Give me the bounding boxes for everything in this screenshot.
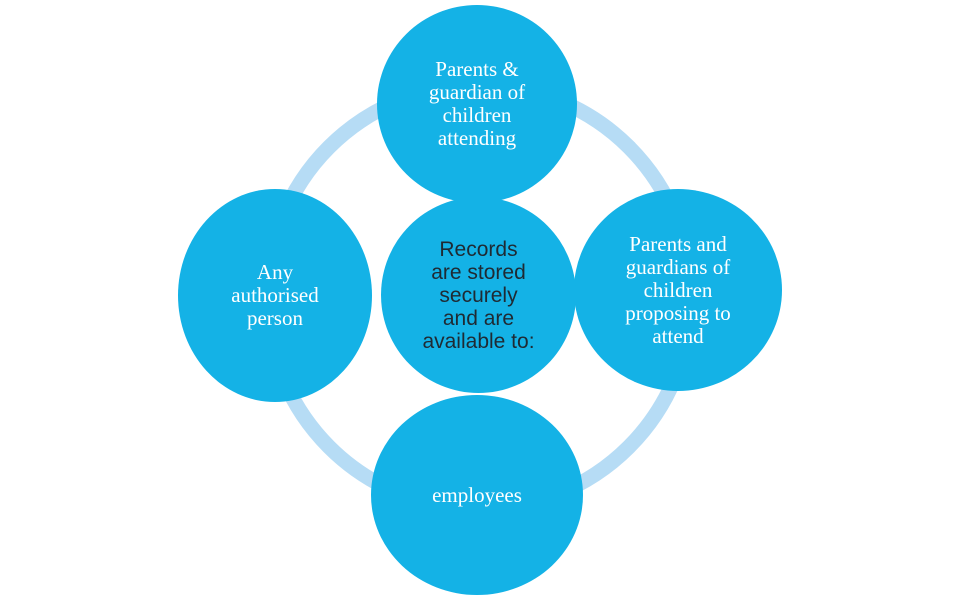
node-authorised-person-label: Any authorised person	[231, 260, 319, 330]
node-employees-label: employees	[432, 482, 522, 507]
node-authorised-person: Any authorised person	[178, 189, 372, 402]
node-parents-guardian-attending: Parents & guardian of children attending	[377, 5, 577, 203]
center-node-records: Records are stored securely and are avai…	[381, 197, 576, 393]
node-parents-guardians-proposing: Parents and guardians of children propos…	[574, 189, 782, 391]
center-node-label: Records are stored securely and are avai…	[422, 237, 535, 353]
node-employees: employees	[371, 395, 583, 595]
node-parents-guardian-attending-label: Parents & guardian of children attending	[428, 57, 526, 150]
node-parents-guardians-proposing-label: Parents and guardians of children propos…	[625, 231, 731, 348]
